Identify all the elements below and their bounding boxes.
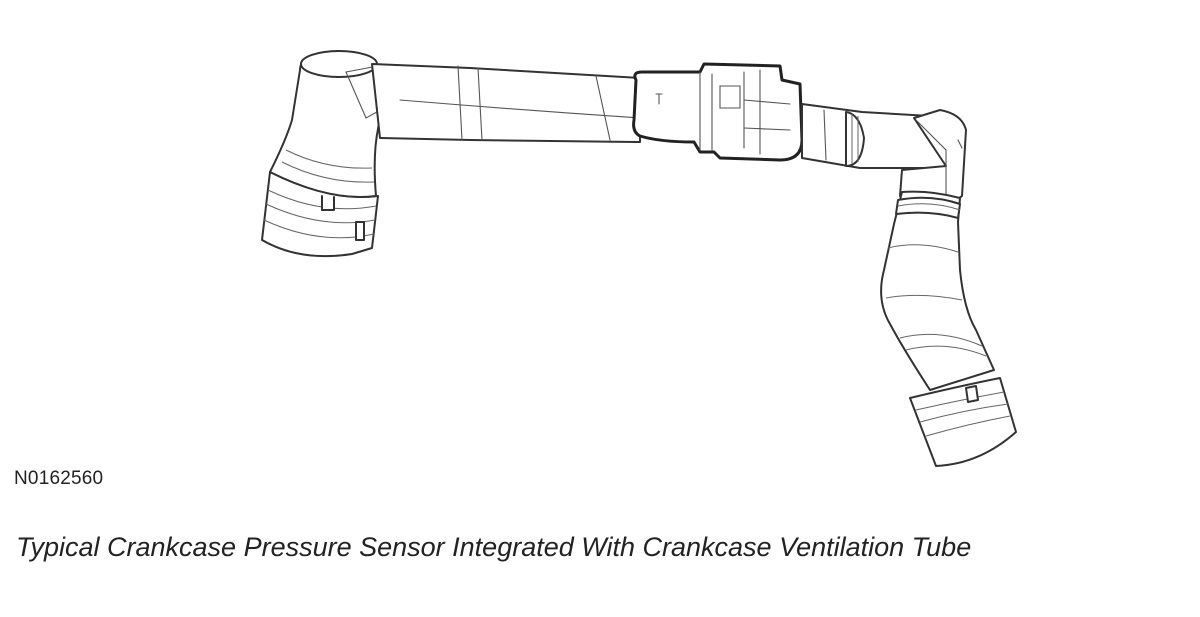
right-tube [801, 103, 947, 169]
figure-id-label: N0162560 [14, 468, 104, 489]
quick-connect-coupling-right [909, 377, 1017, 467]
descending-tube [880, 190, 995, 391]
upper-tube [371, 63, 641, 143]
left-elbow [269, 50, 385, 198]
crankcase-ventilation-tube-illustration [261, 50, 1017, 467]
figure-caption: Typical Crankcase Pressure Sensor Integr… [16, 532, 972, 562]
crankcase-pressure-sensor [632, 62, 804, 162]
